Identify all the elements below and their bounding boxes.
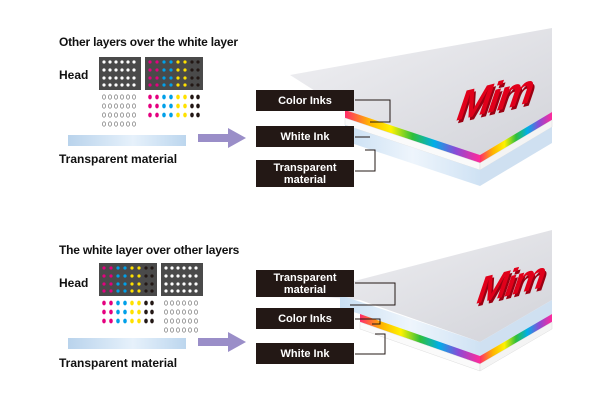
label-color-inks-top: Color Inks [256,90,354,111]
label-color-inks-bottom: Color Inks [256,308,354,329]
label-transparent-material-bottom: Transparent material [256,270,354,297]
section-bottom-title: The white layer over other layers [59,243,240,257]
print-head-bottom [99,263,203,333]
slab-bottom [300,230,553,372]
arrow-right-icon [198,128,246,148]
label-white-ink-bottom: White Ink [256,343,354,364]
arrow-right-icon [198,332,246,352]
head-label-top: Head [59,68,89,82]
transparent-film-top [68,135,186,146]
head-label-bottom: Head [59,276,89,290]
material-label-top: Transparent material [59,152,178,166]
material-label-bottom: Transparent material [59,356,178,370]
transparent-film-bottom [68,338,186,349]
label-white-ink-top: White Ink [256,126,354,147]
slab-top [290,28,553,186]
section-top-title: Other layers over the white layer [59,35,238,49]
label-transparent-material-top: Transparent material [256,160,354,187]
print-head-top [99,57,203,127]
